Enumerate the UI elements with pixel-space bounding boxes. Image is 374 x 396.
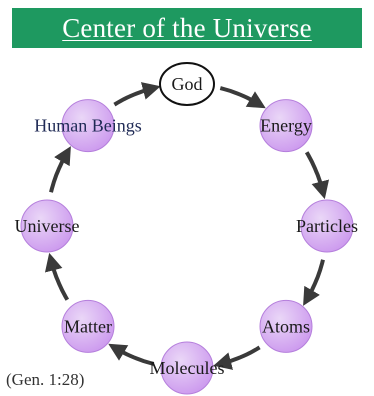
flow-arrow-atoms-to-molecules — [213, 345, 261, 370]
flow-arrow-matter-to-universe — [44, 252, 70, 301]
cycle-node-human-beings: Human Beings — [34, 99, 142, 153]
cycle-node-matter: Matter — [61, 299, 115, 353]
flow-arrow-god-to-energy — [219, 86, 266, 109]
page-title: Center of the Universe — [62, 12, 312, 43]
node-shape — [61, 299, 115, 353]
cycle-node-universe: Universe — [15, 199, 80, 253]
node-shape — [259, 299, 313, 353]
citation: (Gen. 1:28) — [6, 370, 85, 389]
node-shape — [61, 99, 115, 153]
node-label-human-beings: Human Beings — [34, 116, 142, 136]
cycle-node-molecules: Molecules — [150, 341, 225, 395]
node-shape — [160, 341, 214, 395]
node-shape — [159, 62, 215, 106]
node-shape — [259, 99, 313, 153]
flow-arrow-human-beings-to-god — [113, 82, 161, 107]
cycle-node-energy: Energy — [259, 99, 313, 153]
node-label-atoms: Atoms — [262, 316, 310, 336]
node-label-matter: Matter — [64, 316, 112, 336]
node-label-universe: Universe — [15, 216, 80, 236]
node-label-god: God — [172, 74, 203, 94]
node-label-energy: Energy — [260, 116, 312, 136]
flow-arrow-molecules-to-matter — [108, 343, 155, 366]
node-shape — [300, 199, 354, 253]
node-label-molecules: Molecules — [150, 358, 225, 378]
node-label-particles: Particles — [296, 216, 358, 236]
flow-arrow-particles-to-atoms — [303, 259, 325, 306]
title-banner: Center of the Universe — [12, 8, 362, 48]
cycle-node-god: God — [159, 62, 215, 106]
cycle-node-atoms: Atoms — [259, 299, 313, 353]
flow-arrow-energy-to-particles — [304, 151, 330, 200]
flow-arrow-universe-to-human-beings — [49, 146, 71, 193]
arrows-layer — [44, 82, 330, 370]
node-shape — [20, 199, 74, 253]
cycle-node-particles: Particles — [296, 199, 358, 253]
